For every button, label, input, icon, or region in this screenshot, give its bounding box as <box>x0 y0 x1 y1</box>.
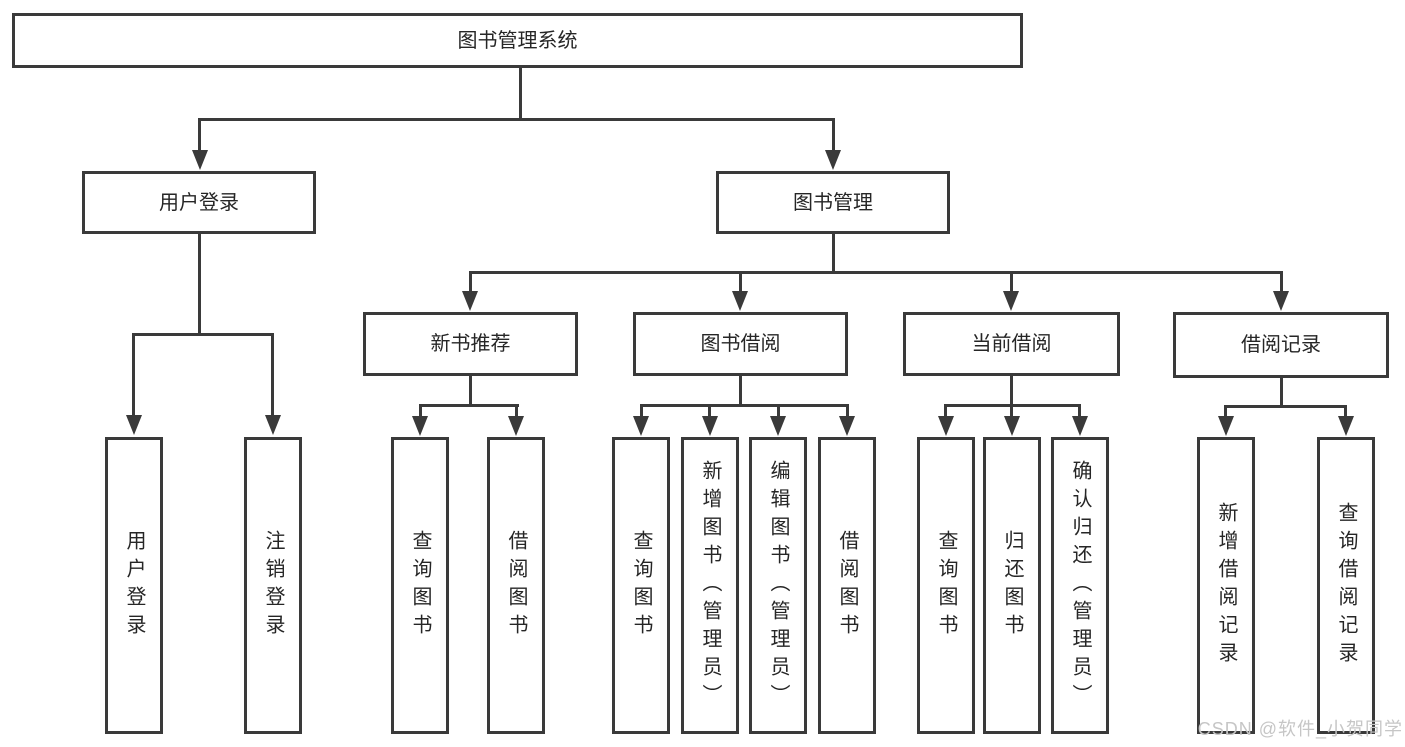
leaf-borrow-books-borrowing-label: 借阅图书 <box>836 529 858 642</box>
connector-segment <box>708 404 711 418</box>
arrowhead-down-icon <box>1338 416 1354 436</box>
connector-segment <box>1010 271 1013 293</box>
arrowhead-down-icon <box>192 150 208 170</box>
leaf-query-books-recommend-label: 查询图书 <box>409 529 431 642</box>
arrowhead-down-icon <box>770 416 786 436</box>
node-root-label: 图书管理系统 <box>457 29 578 52</box>
node-root: 图书管理系统 <box>12 13 1023 68</box>
connector-segment <box>1224 405 1347 408</box>
node-new-book-recommendation: 新书推荐 <box>363 312 578 376</box>
connector-segment <box>777 404 780 418</box>
arrowhead-down-icon <box>1004 416 1020 436</box>
connector-segment <box>739 271 742 293</box>
connector-segment <box>198 118 835 121</box>
connector-segment <box>1280 271 1283 293</box>
connector-segment <box>739 376 742 407</box>
leaf-logout: 注销登录 <box>244 437 302 734</box>
node-book-borrowing-label: 图书借阅 <box>700 333 781 355</box>
leaf-confirm-return-admin: 确认归还（管理员） <box>1051 437 1109 734</box>
arrowhead-down-icon <box>732 291 748 311</box>
leaf-query-borrow-record-label: 查询借阅记录 <box>1335 501 1357 670</box>
connector-segment <box>1280 378 1283 408</box>
leaf-query-books-current: 查询图书 <box>917 437 975 734</box>
connector-segment <box>469 271 472 293</box>
leaf-user-login-label: 用户登录 <box>123 529 145 642</box>
connector-segment <box>519 68 522 119</box>
arrowhead-down-icon <box>1218 416 1234 436</box>
leaf-query-books-current-label: 查询图书 <box>935 529 957 642</box>
connector-segment <box>1010 376 1013 407</box>
leaf-add-borrow-record: 新增借阅记录 <box>1197 437 1255 734</box>
leaf-edit-books-admin-label: 编辑图书（管理员） <box>767 459 789 712</box>
leaf-query-borrow-record: 查询借阅记录 <box>1317 437 1375 734</box>
node-user-login-label: 用户登录 <box>159 191 239 214</box>
node-current-borrowing-label: 当前借阅 <box>971 333 1052 355</box>
connector-segment <box>1344 405 1347 418</box>
arrowhead-down-icon <box>126 415 142 435</box>
arrowhead-down-icon <box>702 416 718 436</box>
arrowhead-down-icon <box>633 416 649 436</box>
leaf-add-borrow-record-label: 新增借阅记录 <box>1215 501 1237 670</box>
arrowhead-down-icon <box>508 416 524 436</box>
leaf-logout-label: 注销登录 <box>262 529 284 642</box>
arrowhead-down-icon <box>839 416 855 436</box>
csdn-watermark: CSDN @软件_小贺同学 <box>1197 719 1403 739</box>
node-book-management: 图书管理 <box>716 171 950 234</box>
connector-segment <box>640 404 849 407</box>
connector-segment <box>271 333 274 416</box>
connector-segment <box>944 404 947 418</box>
node-borrowing-records: 借阅记录 <box>1173 312 1389 378</box>
leaf-query-books-borrowing-label: 查询图书 <box>630 529 652 642</box>
arrowhead-down-icon <box>265 415 281 435</box>
leaf-borrow-books-recommend-label: 借阅图书 <box>505 529 527 642</box>
leaf-add-books-admin: 新增图书（管理员） <box>681 437 739 734</box>
leaf-return-books-label: 归还图书 <box>1001 529 1023 642</box>
connector-segment <box>198 118 201 152</box>
connector-segment <box>846 404 849 418</box>
arrowhead-down-icon <box>1003 291 1019 311</box>
arrowhead-down-icon <box>825 150 841 170</box>
connector-segment <box>198 234 201 335</box>
connector-segment <box>132 333 135 416</box>
arrowhead-down-icon <box>1072 416 1088 436</box>
connector-segment <box>515 404 518 418</box>
connector-segment <box>469 271 1282 274</box>
connector-segment <box>832 234 835 273</box>
leaf-edit-books-admin: 编辑图书（管理员） <box>749 437 807 734</box>
node-book-borrowing: 图书借阅 <box>633 312 848 376</box>
connector-segment <box>640 404 643 418</box>
connector-segment <box>419 404 422 418</box>
arrowhead-down-icon <box>938 416 954 436</box>
leaf-query-books-borrowing: 查询图书 <box>612 437 670 734</box>
arrowhead-down-icon <box>462 291 478 311</box>
node-borrowing-records-label: 借阅记录 <box>1241 334 1321 356</box>
leaf-borrow-books-recommend: 借阅图书 <box>487 437 545 734</box>
leaf-user-login: 用户登录 <box>105 437 163 734</box>
leaf-confirm-return-admin-label: 确认归还（管理员） <box>1069 459 1091 712</box>
node-new-book-recommendation-label: 新书推荐 <box>430 333 511 355</box>
connector-segment <box>832 118 835 152</box>
leaf-query-books-recommend: 查询图书 <box>391 437 449 734</box>
leaf-add-books-admin-label: 新增图书（管理员） <box>699 459 721 712</box>
leaf-return-books: 归还图书 <box>983 437 1041 734</box>
leaf-borrow-books-borrowing: 借阅图书 <box>818 437 876 734</box>
connector-segment <box>1010 404 1013 418</box>
connector-segment <box>132 333 274 336</box>
connector-segment <box>1224 405 1227 418</box>
node-book-management-label: 图书管理 <box>793 191 873 214</box>
arrowhead-down-icon <box>1273 291 1289 311</box>
node-user-login: 用户登录 <box>82 171 316 234</box>
connector-segment <box>1078 404 1081 418</box>
connector-segment <box>469 376 472 407</box>
node-current-borrowing: 当前借阅 <box>903 312 1120 376</box>
connector-segment <box>419 404 519 407</box>
arrowhead-down-icon <box>412 416 428 436</box>
